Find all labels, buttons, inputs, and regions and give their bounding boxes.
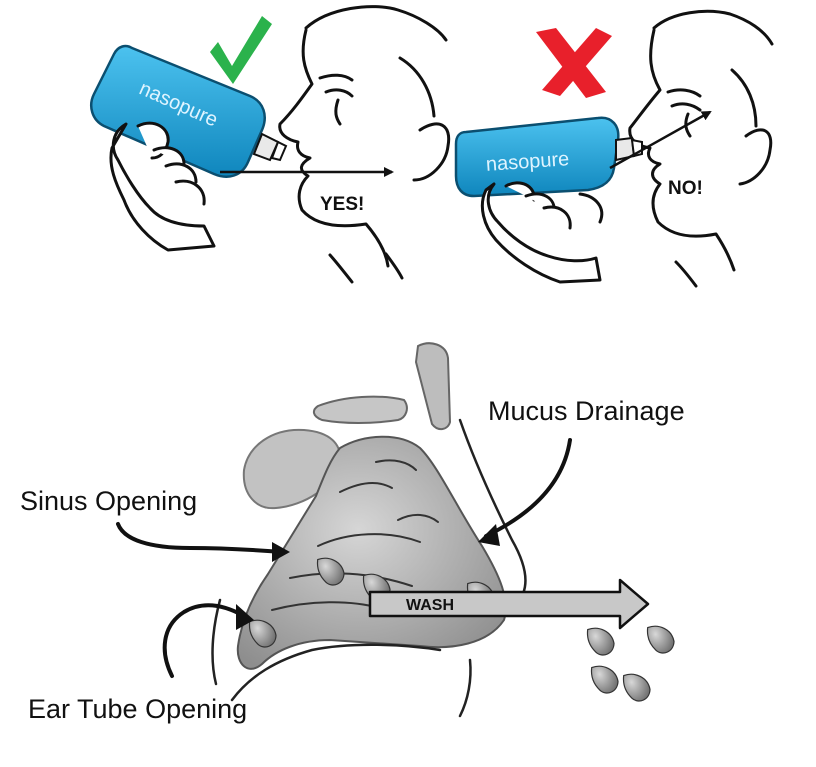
mucus-drainage-label: Mucus Drainage	[488, 396, 685, 426]
mucus-callout-arrowhead	[478, 524, 500, 546]
drop	[248, 619, 277, 648]
no-label: NO!	[668, 178, 703, 199]
incorrect-panel: nasopure NO!	[454, 9, 774, 288]
correct-panel: nasopure YES!	[90, 5, 451, 284]
upper-bone-2	[312, 395, 408, 424]
drop	[590, 665, 619, 694]
nasopure-bottle-left	[90, 44, 288, 178]
drop	[586, 627, 615, 656]
face-profile-left	[278, 5, 451, 284]
yes-label: YES!	[320, 194, 364, 215]
ear-callout-arrow	[162, 603, 246, 678]
wash-label: WASH	[406, 597, 454, 614]
ear-tube-opening-label: Ear Tube Opening	[28, 694, 247, 724]
nasal-anatomy: WASH Mucus Drainage Sinus Opening Ear Tu…	[20, 342, 685, 724]
check-icon	[210, 16, 272, 84]
drop	[646, 625, 675, 654]
no-arrow	[609, 110, 712, 170]
mucus-callout-arrow	[484, 438, 572, 538]
sinus-callout-arrowhead	[272, 542, 290, 562]
ear-callout-arrowhead	[236, 604, 254, 630]
hand-left	[109, 121, 216, 252]
face-outline	[211, 418, 527, 718]
drop	[622, 673, 651, 702]
sinus-opening-label: Sinus Opening	[20, 486, 197, 516]
x-icon	[536, 28, 612, 98]
hand-right	[480, 181, 604, 284]
wash-arrow	[368, 578, 650, 630]
face-profile-right	[628, 9, 774, 288]
drop	[316, 557, 345, 586]
sinus-callout-arrow	[116, 522, 284, 554]
nasopure-bottle-right	[454, 116, 643, 198]
upper-bone	[414, 342, 452, 430]
